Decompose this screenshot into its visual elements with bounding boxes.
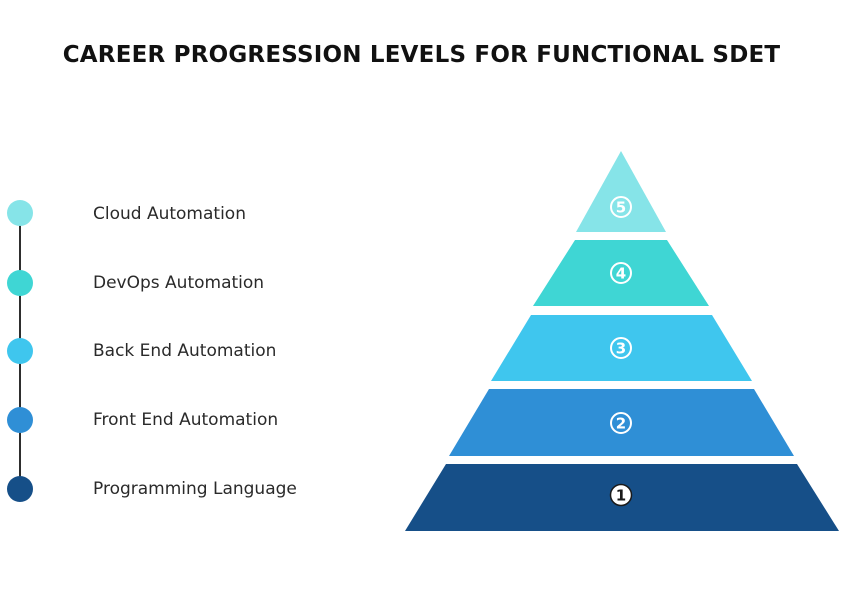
tier-3-number: 3 — [616, 340, 626, 358]
level-label-programming-language: Programming Language — [93, 479, 297, 499]
tier-1-number-badge — [609, 483, 633, 507]
timeline-dot-level-2 — [7, 407, 33, 433]
tier-4-number-badge — [610, 262, 632, 284]
level-label-devops-automation: DevOps Automation — [93, 273, 265, 293]
tier-1-number: 1 — [616, 487, 626, 505]
tier-2-number-badge — [610, 412, 632, 434]
pyramid-tier-5 — [576, 151, 666, 232]
timeline-dot-level-1 — [7, 476, 33, 502]
tier-5-number-badge — [610, 196, 632, 218]
tier-4-number: 4 — [616, 265, 626, 283]
page-title: CAREER PROGRESSION LEVELS FOR FUNCTIONAL… — [62, 42, 781, 68]
timeline-dot-level-4 — [7, 270, 33, 296]
tier-5-number: 5 — [616, 199, 626, 217]
tier-3-number-badge — [610, 337, 632, 359]
pyramid-tier-2 — [449, 389, 794, 456]
timeline-dot-level-3 — [7, 338, 33, 364]
levels-timeline: Cloud Automation DevOps Automation Back … — [0, 0, 380, 590]
tier-2-number: 2 — [616, 415, 626, 433]
timeline-dot-level-5 — [7, 200, 33, 226]
level-label-cloud-automation: Cloud Automation — [93, 204, 246, 224]
pyramid-tier-4 — [533, 240, 709, 306]
pyramid-tier-3 — [491, 315, 752, 381]
level-label-front-end-automation: Front End Automation — [93, 410, 279, 430]
level-label-back-end-automation: Back End Automation — [93, 341, 277, 361]
